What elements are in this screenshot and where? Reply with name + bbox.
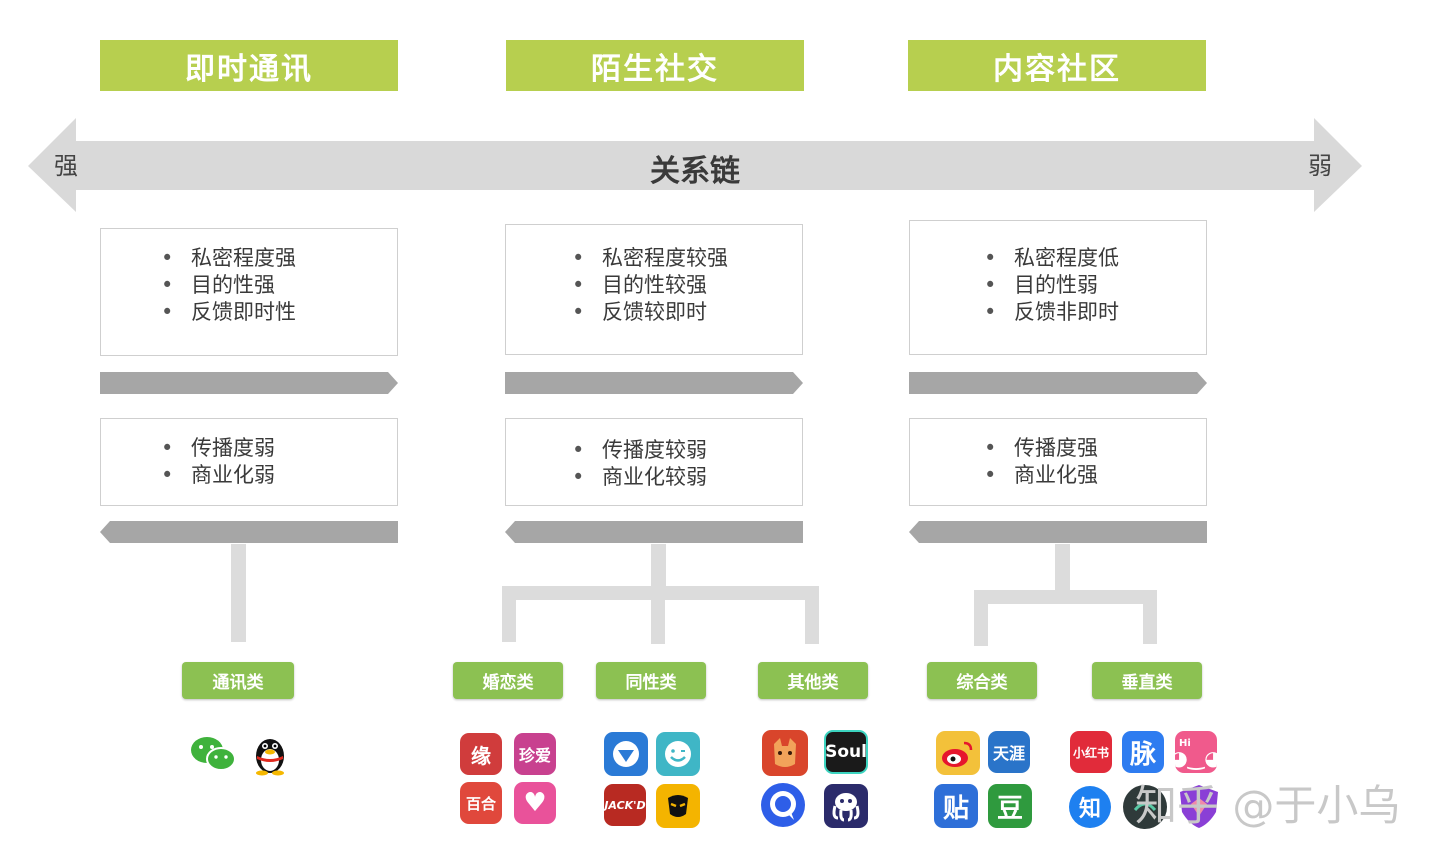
list-item: 反馈非即时 [984, 299, 1119, 326]
category-other: 其他类 [758, 662, 868, 699]
axis-title: 关系链 [650, 154, 740, 189]
dark-circle-app-icon [1123, 785, 1167, 829]
list-item: 传播度较弱 [572, 437, 707, 464]
connector-stranger-mid [651, 586, 665, 644]
maimai-icon: 脉 [1122, 731, 1164, 773]
jackd-icon: JACK'D [604, 784, 646, 826]
connector-stranger-right [805, 586, 819, 644]
momo-chat-icon [761, 783, 805, 827]
heart-app-icon: ♥ [514, 782, 556, 824]
upper-box-stranger: 私密程度较强 目的性较强 反馈较即时 [505, 224, 803, 355]
qq-penguin-icon [256, 739, 284, 776]
list-item: 私密程度强 [161, 245, 296, 272]
list-item: 传播度强 [984, 435, 1098, 462]
zhenai-icon: 珍爱 [514, 733, 556, 775]
right-bar-stranger [505, 372, 803, 394]
left-bar-im [100, 521, 398, 543]
list-item: 目的性强 [161, 272, 296, 299]
list-item: 目的性较强 [572, 272, 728, 299]
tantan-icon [762, 730, 808, 776]
upper-list-stranger: 私密程度较强 目的性较强 反馈较即时 [572, 245, 728, 326]
connector-im [231, 544, 246, 642]
connector-stranger-left [502, 586, 516, 642]
connector-content-right [1143, 590, 1157, 644]
list-item: 目的性弱 [984, 272, 1119, 299]
category-dating: 婚恋类 [453, 662, 563, 699]
list-item: 私密程度低 [984, 245, 1119, 272]
header-content-community: 内容社区 [908, 40, 1206, 91]
axis-right-label: 弱 [1308, 152, 1332, 180]
list-item: 私密程度较强 [572, 245, 728, 272]
connector-stranger-trunk [651, 544, 666, 588]
weibo-icon [936, 731, 980, 775]
header-im: 即时通讯 [100, 40, 398, 91]
watermark: 知乎 @于小乌 [1135, 781, 1401, 830]
zank-icon [656, 732, 700, 776]
connector-content-left [974, 590, 988, 646]
octopus-app-icon [824, 784, 868, 828]
category-gay: 同性类 [596, 662, 706, 699]
hi-cat-icon: Hi ◕‿◕ [1175, 731, 1217, 773]
list-item: 商业化较弱 [572, 464, 707, 491]
xiaohongshu-icon: 小红书 [1070, 731, 1112, 773]
zhihu-icon: 知 [1069, 786, 1111, 828]
list-item: 反馈较即时 [572, 299, 728, 326]
list-item: 传播度弱 [161, 435, 275, 462]
soul-icon: Soul [824, 730, 868, 774]
category-im: 通讯类 [182, 662, 294, 699]
upper-list-im: 私密程度强 目的性强 反馈即时性 [161, 245, 296, 326]
hi-label: Hi [1179, 737, 1191, 749]
connector-content-bar [974, 590, 1157, 604]
douban-icon: 豆 [988, 784, 1032, 828]
grindr-icon [656, 784, 700, 828]
list-item: 商业化强 [984, 462, 1098, 489]
right-bar-content [909, 372, 1207, 394]
tieba-icon: 贴 [934, 784, 978, 828]
lower-box-content: 传播度强 商业化强 [909, 418, 1207, 506]
list-item: 商业化弱 [161, 462, 275, 489]
lower-box-stranger: 传播度较弱 商业化较弱 [505, 418, 803, 506]
right-bar-im [100, 372, 398, 394]
cat-face-icon: ◕‿◕ [1175, 745, 1217, 770]
connector-content-trunk [1055, 544, 1070, 592]
header-stranger-social: 陌生社交 [506, 40, 804, 91]
shield-app-icon [1180, 785, 1218, 828]
lower-list-stranger: 传播度较弱 商业化较弱 [572, 437, 707, 491]
blued-icon [604, 732, 648, 776]
relationship-chain-arrow [28, 118, 1362, 212]
upper-box-content: 私密程度低 目的性弱 反馈非即时 [909, 220, 1207, 355]
jiayuan-icon: 缘 [460, 733, 502, 775]
lower-list-content: 传播度强 商业化强 [984, 435, 1098, 489]
axis-left-label: 强 [54, 152, 78, 180]
left-bar-stranger [505, 521, 803, 543]
list-item: 反馈即时性 [161, 299, 296, 326]
baihe-icon: 百合 [460, 782, 502, 824]
upper-list-content: 私密程度低 目的性弱 反馈非即时 [984, 245, 1119, 326]
tianya-icon: 天涯 [988, 731, 1030, 773]
wechat-icon [191, 737, 236, 771]
lower-list-im: 传播度弱 商业化弱 [161, 435, 275, 489]
left-bar-content [909, 521, 1207, 543]
lower-box-im: 传播度弱 商业化弱 [100, 418, 398, 506]
category-general: 综合类 [927, 662, 1037, 699]
upper-box-im: 私密程度强 目的性强 反馈即时性 [100, 228, 398, 356]
category-vertical: 垂直类 [1092, 662, 1202, 699]
